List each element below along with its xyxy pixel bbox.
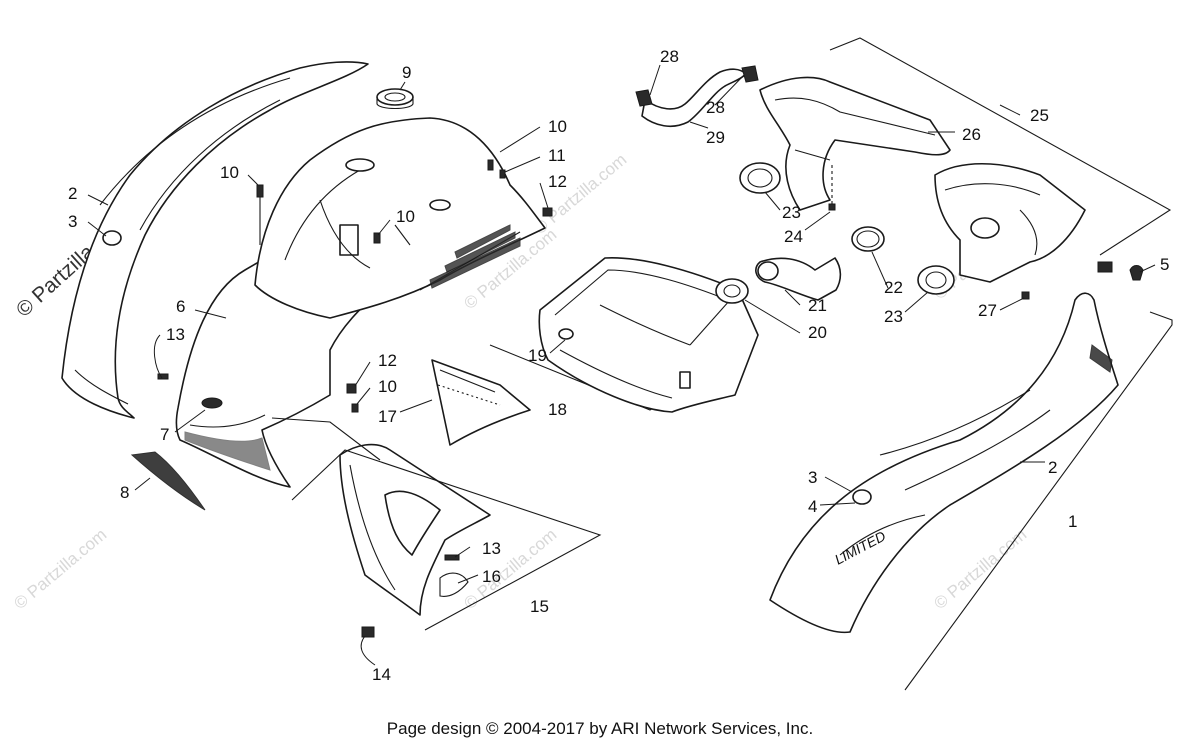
callout-labels: 28 28 29 26 25 9 10 11 12 10 10 2 3 6 13… [68, 47, 1169, 684]
callout-label: 16 [482, 567, 501, 586]
callout-label: 26 [962, 125, 981, 144]
air-box[interactable] [538, 257, 759, 413]
callout-label: 28 [706, 98, 725, 117]
left-side-panel[interactable] [61, 61, 369, 419]
callout-label: 13 [166, 325, 185, 344]
bracket-group-1 [904, 311, 1173, 691]
mesh-grille[interactable] [130, 451, 206, 511]
callout-label: 7 [160, 425, 169, 444]
bracket-group-15 [291, 449, 602, 631]
seal-ring-lower[interactable] [917, 265, 955, 295]
callout-label: 23 [782, 203, 801, 222]
bracket-group-25 [829, 37, 1172, 256]
intake-housing[interactable] [934, 163, 1086, 283]
callout-label: 18 [548, 400, 567, 419]
callout-label: 8 [120, 483, 129, 502]
push-rivet[interactable] [1021, 261, 1144, 300]
callout-label: 12 [378, 351, 397, 370]
bracket-group-6 [271, 417, 381, 461]
callout-label: 23 [884, 307, 903, 326]
callout-label: 21 [808, 296, 827, 315]
callout-label: 3 [68, 212, 77, 231]
watermark: © Partzilla.com [530, 150, 630, 238]
callout-label: 27 [978, 301, 997, 320]
hose-fitting[interactable] [635, 65, 759, 107]
right-side-panel[interactable] [769, 292, 1119, 634]
callout-label: 2 [68, 184, 77, 203]
hose-clamp[interactable] [851, 226, 885, 252]
callout-label: 5 [1160, 255, 1169, 274]
callout-label: 10 [396, 207, 415, 226]
callout-label: 2 [1048, 458, 1057, 477]
callout-label: 9 [402, 63, 411, 82]
watermark: © Partzilla.com [930, 525, 1030, 613]
drain-hose[interactable] [641, 68, 747, 128]
hardware-screws [157, 159, 553, 638]
callout-label: 19 [528, 346, 547, 365]
intake-seal[interactable] [715, 278, 749, 304]
callout-label: 3 [808, 468, 817, 487]
callout-label: 17 [378, 407, 397, 426]
grommet-9[interactable] [376, 88, 414, 110]
callout-label: 12 [548, 172, 567, 191]
watermark: © Partzilla.com [10, 525, 110, 613]
callout-label: 15 [530, 597, 549, 616]
lower-nose-piece[interactable] [339, 443, 491, 616]
callout-label: 24 [784, 227, 803, 246]
callout-label: 10 [378, 377, 397, 396]
callout-label: 14 [372, 665, 391, 684]
upper-hood[interactable] [254, 117, 546, 319]
callout-label: 10 [220, 163, 239, 182]
callout-label: 4 [808, 497, 817, 516]
footer-copyright: Page design © 2004-2017 by ARI Network S… [386, 719, 814, 738]
callout-label: 29 [706, 128, 725, 147]
leader-lines [87, 64, 1156, 666]
callout-label: 28 [660, 47, 679, 66]
windshield[interactable] [431, 359, 531, 446]
seal-ring-upper[interactable] [739, 162, 781, 194]
callout-label: 10 [548, 117, 567, 136]
callout-label: 11 [548, 146, 566, 165]
callout-label: 6 [176, 297, 185, 316]
callout-label: 20 [808, 323, 827, 342]
intake-tube[interactable] [755, 257, 842, 301]
upper-air-duct[interactable] [759, 76, 951, 211]
callout-label: 25 [1030, 106, 1049, 125]
callout-label: 1 [1068, 512, 1077, 531]
callout-label: 22 [884, 278, 903, 297]
callout-label: 13 [482, 539, 501, 558]
